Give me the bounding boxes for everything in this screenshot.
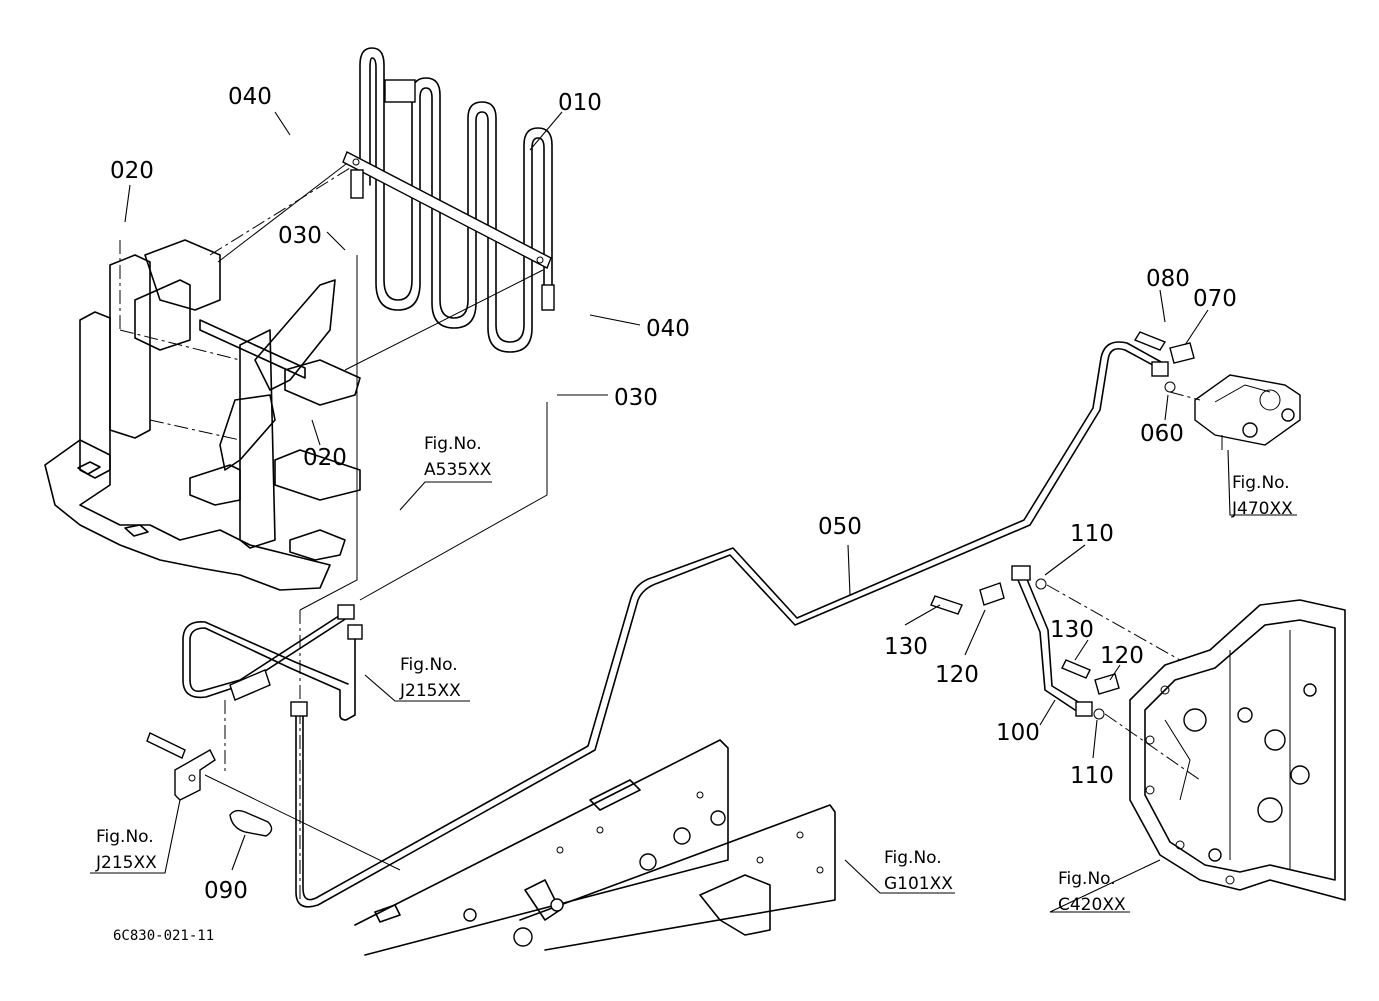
clamp-bracket [174, 749, 216, 801]
cooler-mounting-bar [342, 151, 552, 269]
transmission-case [1129, 599, 1346, 901]
label-030-top: 030 [278, 223, 322, 249]
bolt-080 [1133, 331, 1167, 351]
label-080: 080 [1146, 266, 1190, 292]
label-120-left: 120 [935, 662, 979, 688]
ref-j470-code: J470XX [1231, 499, 1293, 519]
hose-sleeve [229, 669, 271, 701]
cooler-bracket [44, 163, 544, 591]
oil-pipe-050 [290, 341, 1169, 908]
cooler-port-left [350, 169, 364, 199]
label-110-bottom: 110 [1070, 763, 1114, 789]
label-100: 100 [996, 720, 1040, 746]
clip-070 [1169, 342, 1195, 364]
cooler-mount-tab [384, 79, 416, 103]
hose-route [299, 255, 548, 900]
clip-120-lower [1094, 673, 1120, 695]
oring-110-upper [1035, 578, 1047, 590]
drawing-code: 6C830-021-11 [113, 928, 214, 944]
part-labels: 010 040 020 030 040 030 020 050 080 070 … [110, 84, 1237, 904]
label-130-right: 130 [1050, 617, 1094, 643]
label-060: 060 [1140, 421, 1184, 447]
ref-g101-label: Fig.No. [884, 848, 942, 868]
ref-j215-mid-label: Fig.No. [400, 655, 458, 675]
ref-j215-mid-code: J215XX [399, 681, 461, 701]
pipe-050-end-fitting [1151, 361, 1169, 377]
oring-110-lower [1093, 708, 1105, 720]
cooler-port-right [541, 284, 555, 311]
label-020-mid: 020 [303, 445, 347, 471]
ref-j470-label: Fig.No. [1232, 473, 1290, 493]
bolt-130-upper [930, 595, 963, 615]
clip-120-upper [979, 582, 1005, 606]
label-070: 070 [1193, 286, 1237, 312]
label-120-right: 120 [1100, 643, 1144, 669]
ref-g101-code: G101XX [884, 874, 953, 894]
control-valve [1133, 331, 1301, 450]
figure-references: Fig.No. A535XX Fig.No. J215XX Fig.No. J2… [95, 434, 1293, 915]
ref-c420-label: Fig.No. [1058, 869, 1116, 889]
tractor-frame [354, 739, 836, 956]
label-110-top: 110 [1070, 521, 1114, 547]
label-020-top: 020 [110, 158, 154, 184]
label-050: 050 [818, 514, 862, 540]
sleeve-090 [229, 809, 273, 837]
oil-cooler [342, 47, 555, 353]
oil-pipe-100 [930, 565, 1201, 781]
ref-j215-lower-code: J215XX [95, 853, 157, 873]
pipe-100-upper-fitting [1011, 565, 1031, 581]
pipe-050-fitting [290, 701, 308, 717]
label-040-right: 040 [646, 316, 690, 342]
leader-lines [90, 111, 1297, 913]
pipe-100-lower-fitting [1075, 701, 1093, 717]
ref-j215-lower-label: Fig.No. [96, 827, 154, 847]
label-010: 010 [558, 90, 602, 116]
hose-fitting-upper [337, 604, 355, 620]
label-030-right: 030 [614, 385, 658, 411]
bolt-130-lower [1061, 659, 1091, 679]
label-130-left: 130 [884, 634, 928, 660]
bracket-bolt [146, 732, 186, 759]
label-040-top: 040 [228, 84, 272, 110]
ref-c420-code: C420XX [1058, 895, 1126, 915]
hose-pipe-assembly [182, 604, 363, 772]
hose-fitting-lower [347, 624, 363, 640]
lower-bracket [146, 732, 401, 871]
valve-body [1194, 374, 1301, 446]
ref-a535-code: A535XX [424, 460, 492, 480]
ref-a535-label: Fig.No. [424, 434, 482, 454]
label-090: 090 [204, 878, 248, 904]
oring-060 [1164, 381, 1176, 393]
